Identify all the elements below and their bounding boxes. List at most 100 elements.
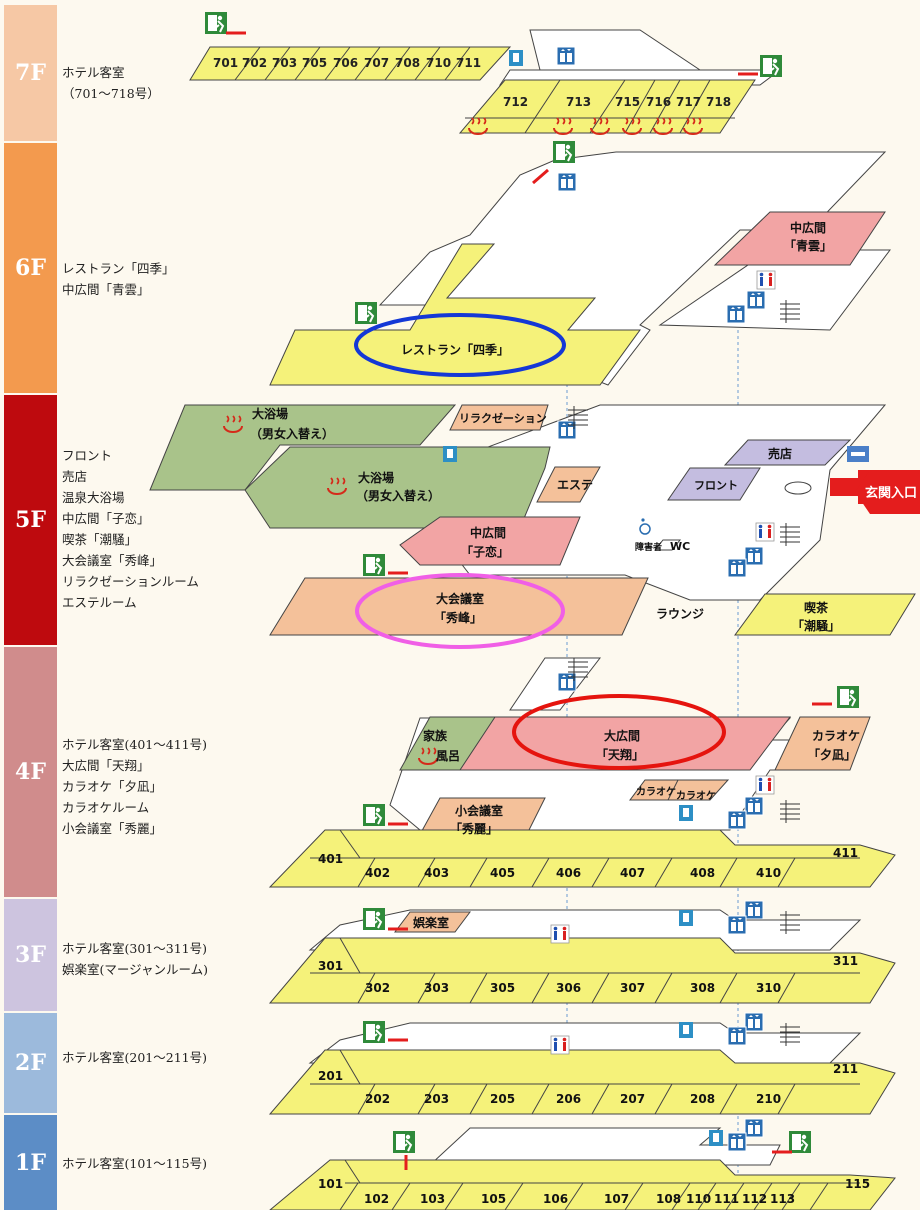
room-number: 306	[556, 981, 581, 995]
room-number: 103	[420, 1192, 445, 1206]
room-number: 206	[556, 1092, 581, 1106]
floor-tab-label: 4F	[15, 759, 46, 785]
room-number: 711	[456, 56, 481, 70]
desc-line: リラクゼーションルーム	[62, 574, 199, 589]
esthe-room	[536, 466, 601, 503]
desc-line: ホテル客室(301～311号)	[62, 941, 207, 956]
elevator-icon	[726, 304, 746, 324]
elevator-icon	[744, 900, 764, 920]
hall-seiun	[713, 211, 886, 266]
room-number: 705	[302, 56, 327, 70]
conference-label: 大会議室	[436, 591, 484, 606]
desc-line: ホテル客室(101～115号)	[62, 1156, 207, 1171]
restroom-icon	[550, 924, 570, 944]
room-number: 102	[364, 1192, 389, 1206]
desc-line: ホテル客室(201～211号)	[62, 1050, 207, 1065]
room-number: 202	[365, 1092, 390, 1106]
floor-desc-5f: フロント 売店 温泉大浴場 中広間「子恋」 喫茶「潮騒」 大会議室「秀峰」 リラ…	[62, 445, 252, 613]
conference-label: 「秀麗」	[450, 821, 498, 836]
cafe-shiosai	[734, 593, 916, 636]
floor-desc-4f: ホテル客室(401～411号) 大広間「天翔」 カラオケ「夕凪」 カラオケルーム…	[62, 734, 252, 839]
room-number: 411	[833, 846, 858, 860]
room-number: 403	[424, 866, 449, 880]
grand-hall-label: 大広間	[604, 728, 640, 743]
room-number: 110	[686, 1192, 711, 1206]
restroom-icon	[755, 522, 775, 542]
accessible-wc-label: 障害者	[635, 541, 662, 553]
desc-line: カラオケ「夕凪」	[62, 779, 163, 794]
relaxation-room	[449, 404, 549, 431]
highlight-ellipse-blue	[354, 313, 566, 377]
bath-label: 大浴場	[358, 470, 394, 485]
room-number: 311	[833, 954, 858, 968]
room-number: 201	[318, 1069, 343, 1083]
family-bath-label: 風呂	[436, 749, 460, 763]
desc-line: エステルーム	[62, 595, 137, 610]
elevator-icon	[746, 290, 766, 310]
floor-2f-plan: 201 202 203 205 206 207 208 210 211	[268, 1012, 896, 1115]
desc-line: レストラン「四季」	[62, 261, 175, 276]
floor-5f-plan: 大浴場 （男女入替え） 大浴場 （男女入替え） リラクゼーション エステ フロン…	[149, 404, 920, 649]
desc-line: 中広間「青雲」	[62, 282, 150, 297]
family-bath-label: 家族	[423, 728, 448, 743]
vending-icon	[509, 50, 523, 66]
exit-arrow-icon	[532, 168, 549, 185]
room-number: 717	[676, 95, 701, 109]
floor-tab-label: 2F	[15, 1050, 46, 1076]
desc-line: 娯楽室(マージャンルーム)	[62, 962, 209, 977]
floor-desc-6f: レストラン「四季」 中広間「青雲」	[62, 258, 252, 300]
room-number: 108	[656, 1192, 681, 1206]
room-number: 203	[424, 1092, 449, 1106]
conference-shuho	[269, 577, 649, 636]
elevator-icon	[557, 672, 577, 692]
elevator-icon	[727, 810, 747, 830]
lounge-label: ラウンジ	[656, 607, 704, 621]
room-number: 405	[490, 866, 515, 880]
grand-hall-label: 「天翔」	[596, 747, 644, 762]
bath-label: 大浴場	[252, 406, 288, 421]
vending-icon	[679, 805, 693, 821]
elevator-icon	[727, 915, 747, 935]
room-number: 205	[490, 1092, 515, 1106]
room-number: 703	[272, 56, 297, 70]
room-block-1f	[269, 1159, 896, 1210]
room-number: 408	[690, 866, 715, 880]
shop-label: 売店	[768, 446, 792, 461]
shop	[723, 439, 852, 466]
room-number: 106	[543, 1192, 568, 1206]
room-number: 105	[481, 1192, 506, 1206]
room-number: 710	[426, 56, 451, 70]
desc-line: 中広間「子恋」	[62, 511, 150, 526]
vending-icon	[443, 446, 457, 462]
elevator-icon	[727, 558, 747, 578]
emergency-exit-icon	[552, 140, 576, 164]
karaoke-label: カラオケ	[676, 790, 716, 802]
highlight-ellipse-red	[512, 694, 726, 770]
desc-line: 売店	[62, 469, 88, 484]
room-number: 207	[620, 1092, 645, 1106]
floor-6f-plan: レストラン「四季」 中広間 「青雲」	[269, 140, 891, 386]
desc-line: 小会議室「秀麗」	[62, 821, 163, 836]
room-number: 401	[318, 852, 343, 866]
highlight-ellipse-magenta	[355, 573, 565, 649]
room-number: 307	[620, 981, 645, 995]
room-number: 406	[556, 866, 581, 880]
room-number: 113	[770, 1192, 795, 1206]
room-number: 712	[503, 95, 528, 109]
emergency-exit-icon	[204, 11, 228, 35]
emergency-exit-icon	[392, 1130, 416, 1154]
hall-label: 中広間	[470, 525, 506, 540]
hall-koi	[399, 516, 581, 566]
bath-area-b	[244, 446, 551, 529]
relaxation-label: リラクゼーション	[459, 411, 547, 425]
room-number: 713	[566, 95, 591, 109]
room-number: 715	[615, 95, 640, 109]
emergency-exit-icon	[788, 1130, 812, 1154]
room-number: 718	[706, 95, 731, 109]
floor-tab-label: 5F	[15, 507, 46, 533]
floor-4f-plan: 家族 風呂 カラオケ カラオケ 大広間 「天翔」 カラオケ 「夕凪」 小会議室 …	[268, 657, 896, 888]
desc-line: 大会議室「秀峰」	[62, 553, 163, 568]
room-number: 706	[333, 56, 358, 70]
bath-area-a	[149, 404, 457, 491]
room-number: 407	[620, 866, 645, 880]
